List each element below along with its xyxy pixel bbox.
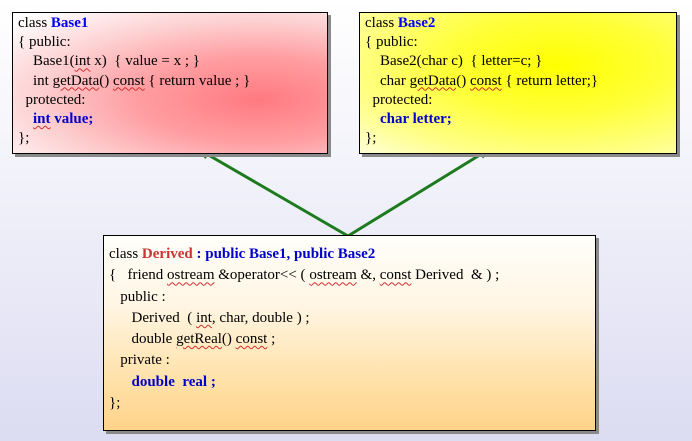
code-part: () [221,331,236,348]
base2-header: class Base2 [365,14,671,33]
arrow-derived-to-base2 [346,151,485,238]
base1-member: int value; [18,110,322,129]
code-part: { return value ; } [144,72,251,89]
code-part: getData [52,72,100,89]
base1-getdata: int getData() const { return value ; } [18,72,322,91]
base1-constructor: Base1(int x) { value = x ; } [18,52,322,71]
base2-getdata: char getData() const { return letter;} [365,72,671,91]
code-part: { friend [109,267,168,284]
code-part: Base2(char c) { letter=c; } [380,53,543,70]
base2-class-box: class Base2 { public: Base2(char c) { le… [359,12,677,154]
base1-protected: protected: [18,91,322,110]
code-part: ostream [309,267,357,284]
derived-public: public : [109,287,590,308]
code-part: int [33,72,53,89]
arrow-derived-to-base1 [203,151,350,238]
code-part: value; [50,111,94,128]
keyword-class: class [18,15,51,31]
base1-class-box: class Base1 { public: Base1(int x) { val… [12,12,328,154]
code-part: &operator<< ( [214,267,310,284]
code-part: int [74,53,91,70]
code-part: const [379,267,412,284]
derived-constructor: Derived ( int, char, double ) ; [109,308,590,329]
base2-member: char letter; [365,110,671,129]
code-part: { return letter;} [501,72,599,89]
code-part: double [131,331,177,348]
base2-public: { public: [365,34,418,51]
keyword-class: class [109,246,142,262]
code-part: public : [120,288,166,305]
derived-friend-operator: { friend ostream &operator<< ( ostream &… [109,265,590,286]
keyword-class: class [365,15,398,31]
base1-public: { public: [18,34,71,51]
base2-protected: protected: [365,91,671,110]
code-part: const [235,331,268,348]
code-part: getData [409,72,457,89]
code-part: () [99,72,113,89]
code-part: Derived ( [131,309,197,326]
derived-header: class Derived : public Base1, public Bas… [109,244,590,265]
code-part: &, [356,267,380,284]
derived-member: double real ; [109,372,590,393]
derived-class-box: class Derived : public Base1, public Bas… [103,235,596,431]
code-part: int [33,111,51,128]
code-part: private : [120,352,170,369]
derived-getreal: double getReal() const ; [109,329,590,350]
code-part: getReal [176,331,222,348]
code-part: () [456,72,470,89]
base2-close: }; [365,130,377,147]
code-part: char [380,72,410,89]
class-name-base2: Base2 [397,15,436,31]
code-part: x) { value = x ; } [90,53,201,70]
code-part: int [196,309,212,326]
code-part: Base1( [33,53,75,70]
derived-close: }; [109,395,121,412]
code-part: double real ; [131,373,216,390]
class-name-base1: Base1 [50,15,89,31]
code-part: ; [267,331,276,348]
code-part: Derived & ) ; [411,267,500,284]
base1-header: class Base1 [18,14,322,33]
code-part: protected: [372,91,433,108]
code-part: ostream [167,267,215,284]
code-part: , char, double ) ; [211,309,310,326]
base-list: : public Base1, public Base2 [192,246,376,262]
code-part: protected: [25,91,86,108]
code-part: const [112,72,145,89]
base1-close: }; [18,130,30,147]
code-part: char letter; [380,111,452,128]
code-part: const [469,72,502,89]
class-name-derived: Derived [141,246,193,262]
derived-private: private : [109,350,590,371]
base2-constructor: Base2(char c) { letter=c; } [365,52,671,71]
